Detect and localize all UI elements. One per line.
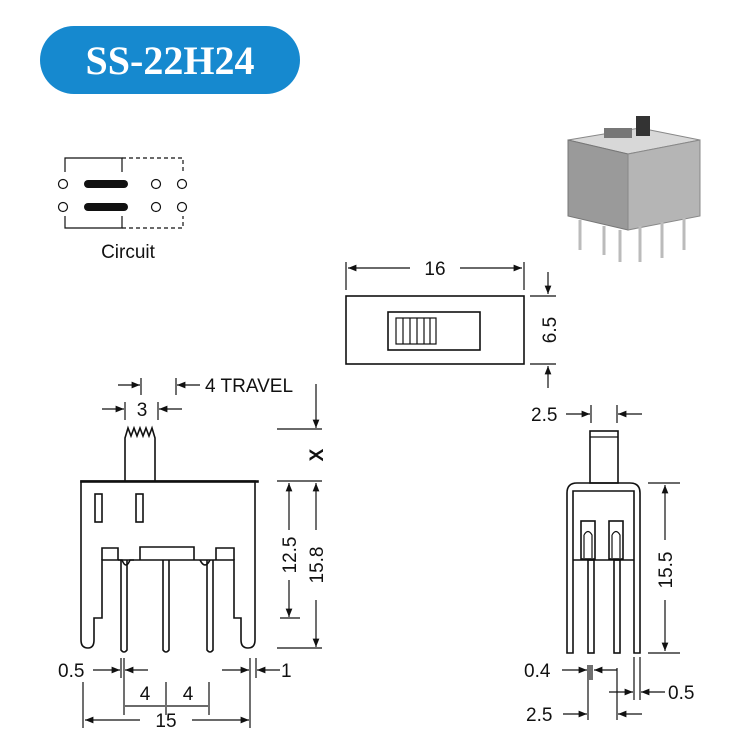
dim-side-actuator-width: 2.5 <box>531 405 557 426</box>
circuit-label: Circuit <box>101 242 156 263</box>
top-view: 16 6.5 <box>345 259 561 388</box>
dim-travel: 4 TRAVEL <box>205 376 293 397</box>
dim-frame-thickness: 0.5 <box>668 683 694 704</box>
dim-pin-thickness: 0.4 <box>524 661 551 682</box>
dim-actuator-height: X <box>307 448 328 461</box>
part-number-title: SS-22H24 <box>86 38 255 83</box>
dim-total-height: 15.8 <box>307 547 328 584</box>
dim-length: 16 <box>424 259 445 280</box>
dim-actuator-width: 3 <box>137 400 148 421</box>
dim-body-height: 12.5 <box>280 537 301 574</box>
dim-pin-width: 0.5 <box>58 661 84 682</box>
dim-pitch-2: 4 <box>183 684 194 705</box>
dim-overall-width: 15 <box>155 711 176 732</box>
dim-side-height: 15.5 <box>656 552 677 589</box>
dim-pitch-1: 4 <box>140 684 151 705</box>
title-badge: SS-22H24 <box>40 26 300 94</box>
front-view: 4 TRAVEL 3 X 12.5 15.8 0.5 1 4 4 15 <box>58 376 328 732</box>
side-view: 2.5 15.5 0.4 0.5 2.5 <box>524 405 694 726</box>
circuit-diagram: Circuit <box>57 157 188 263</box>
dim-end-pin-width: 1 <box>281 661 292 682</box>
switch-photo <box>567 116 701 262</box>
dim-width: 6.5 <box>540 317 561 343</box>
dim-row-pitch: 2.5 <box>526 705 552 726</box>
